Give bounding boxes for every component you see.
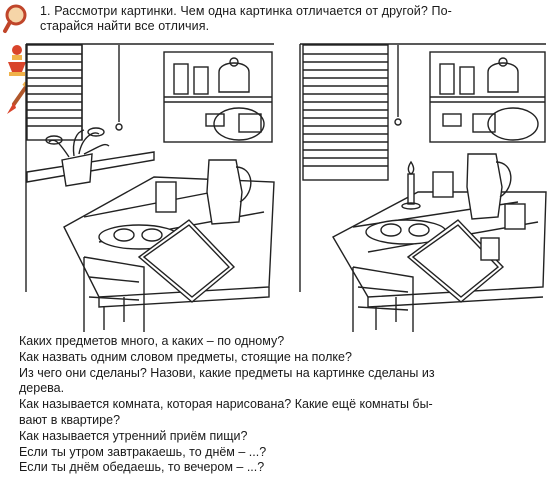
glass-3	[480, 237, 500, 261]
window-blinds	[302, 44, 402, 181]
question-line: дерева.	[19, 381, 65, 396]
jug	[206, 159, 252, 225]
task-line-2: старайся найти все отличия.	[40, 19, 210, 33]
shelf	[429, 51, 546, 143]
picture-right	[298, 42, 548, 332]
task-number: 1.	[40, 4, 51, 18]
task-header: 1. Рассмотри картинки. Чем одна картинка…	[40, 4, 545, 34]
chair	[352, 266, 414, 332]
questions: Каких предметов много, а каких – по одно…	[19, 334, 547, 476]
jug	[466, 153, 512, 220]
question-line: Как назвать одним словом предметы, стоящ…	[19, 349, 352, 364]
chair	[83, 256, 145, 332]
shelf	[163, 51, 273, 143]
question-line: Из чего они сделаны? Назови, какие предм…	[19, 365, 435, 380]
question-line: Если ты утром завтракаешь, то днём – ...…	[19, 444, 267, 459]
question-line: вают в квартире?	[19, 412, 121, 427]
picture-left	[24, 42, 279, 332]
question-line: Если ты днём обедаешь, то вечером – ...?	[19, 460, 265, 475]
question-line: Как называется утренний приём пищи?	[19, 428, 248, 443]
question-line: Как называется комната, которая нарисова…	[19, 397, 433, 412]
bookmark-icon	[8, 45, 26, 76]
glass	[155, 181, 177, 213]
candle	[401, 160, 421, 210]
glass-2	[504, 203, 526, 230]
task-line-1: 1. Рассмотри картинки. Чем одна картинка…	[40, 4, 452, 18]
window-blinds	[26, 44, 123, 141]
potted-plant	[26, 127, 155, 187]
glass	[432, 171, 454, 198]
magnifier-icon	[3, 4, 27, 33]
question-line: Каких предметов много, а каких – по одно…	[19, 334, 285, 348]
